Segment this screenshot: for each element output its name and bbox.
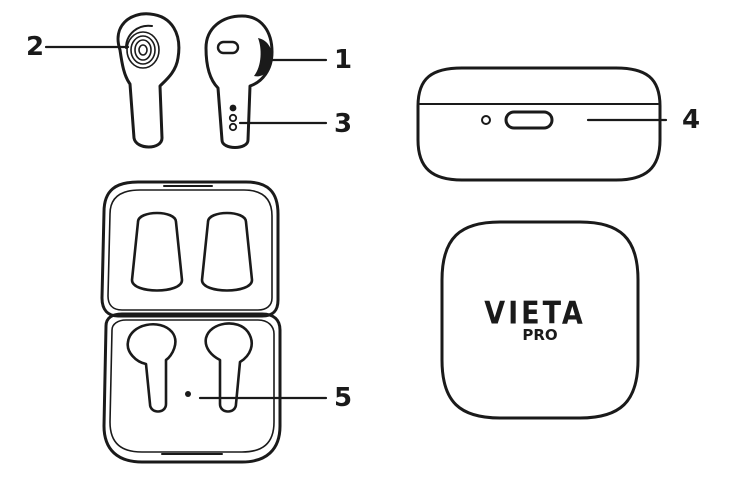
led-indicator-icon: [481, 115, 491, 125]
case-side-view: [416, 66, 662, 182]
brand-logo-sub: PRO: [522, 326, 558, 344]
usb-c-port-icon: [504, 110, 554, 130]
case-led-icon: [185, 391, 191, 397]
right-earbud: [204, 14, 274, 149]
callout-5: 5: [334, 383, 353, 413]
speaker-mesh-icon: [254, 38, 273, 77]
left-earbud: [116, 12, 181, 149]
brand-logo: VIETA: [484, 295, 586, 332]
mic-hole-icon: [228, 113, 238, 123]
callout-1: 1: [334, 45, 353, 75]
mic-hole-icon: [229, 104, 237, 112]
callout-2: 2: [26, 32, 45, 62]
callout-4: 4: [682, 105, 701, 135]
mic-hole-icon: [228, 122, 238, 132]
callout-3: 3: [334, 109, 353, 139]
sensor-icon: [216, 40, 240, 55]
charging-case-open: [100, 180, 282, 464]
fingerprint-icon: [126, 31, 160, 69]
case-top-view: [440, 220, 640, 420]
